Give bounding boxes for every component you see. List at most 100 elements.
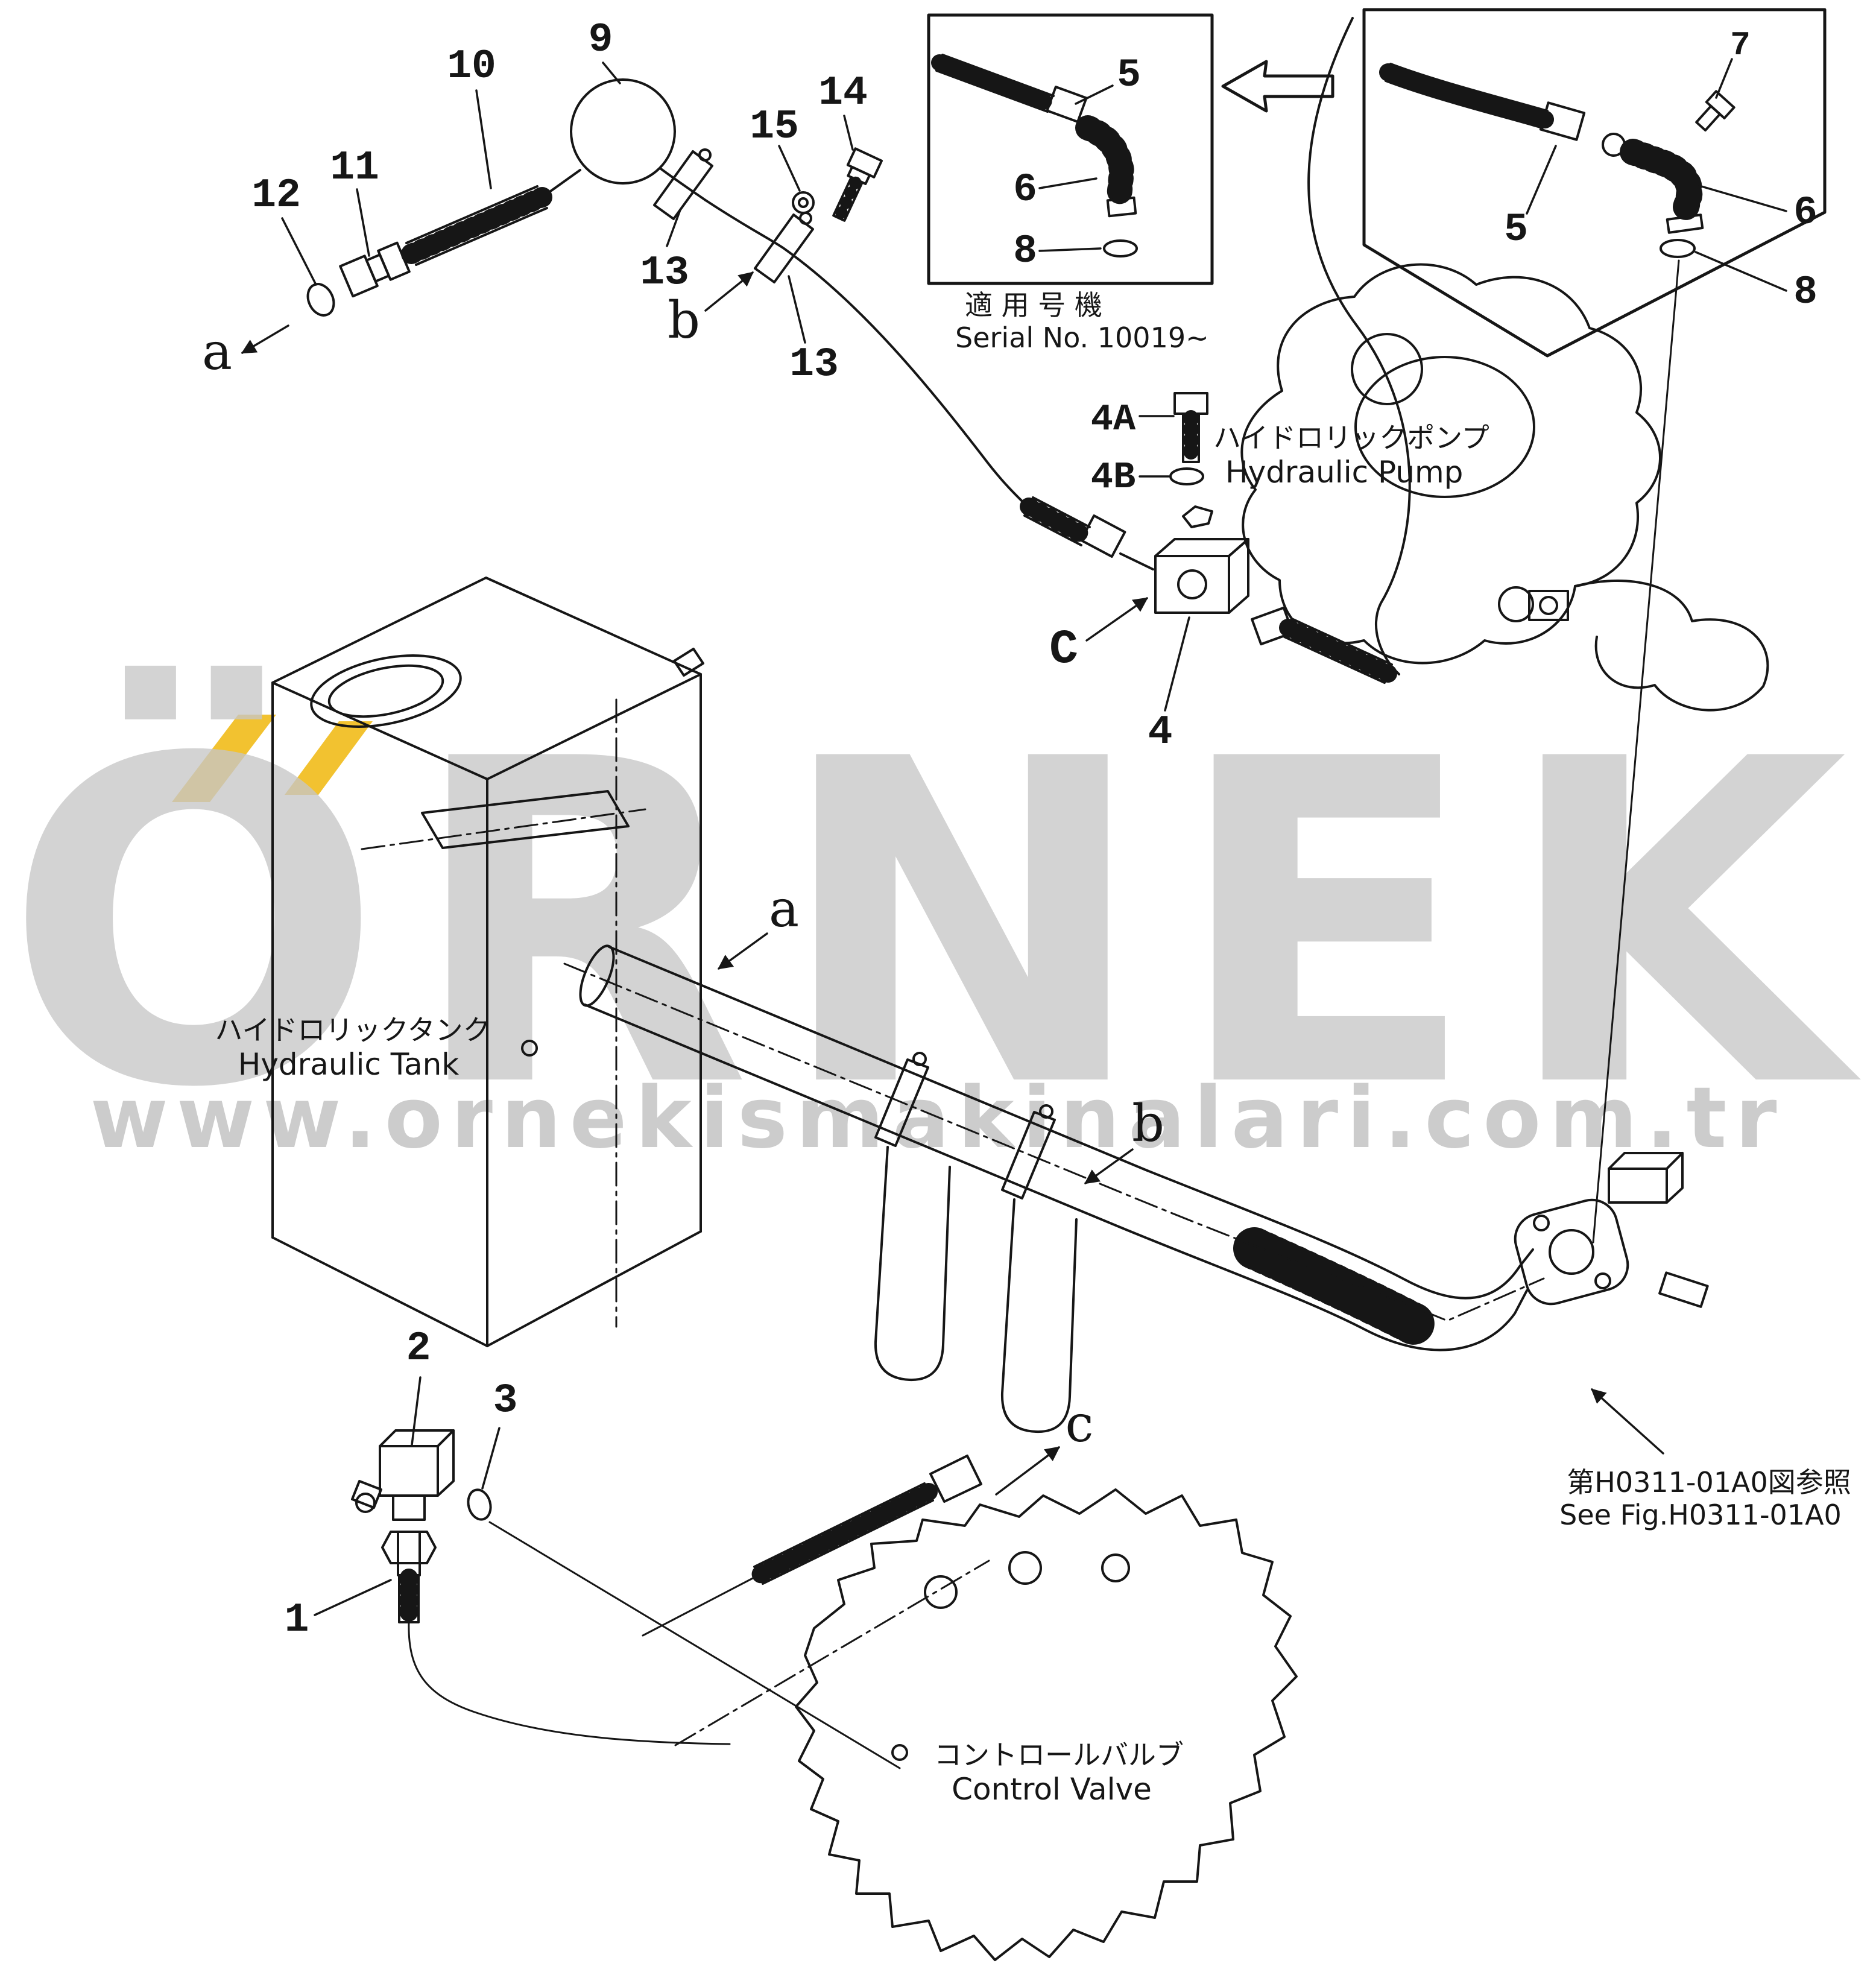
washer-15-outer — [792, 191, 815, 214]
right-o-ring-8 — [1660, 239, 1696, 258]
bolt-14 — [832, 147, 883, 222]
diagram-line-art — [241, 8, 1827, 1961]
block-arrow — [1221, 60, 1334, 113]
leader-4 — [1164, 616, 1190, 712]
pump-body-outline — [1240, 263, 1661, 665]
tank-label-jp: ハイドロリックタンク — [215, 1014, 490, 1046]
valve-label-jp: コントロールバルブ — [934, 1739, 1184, 1771]
leader-8-right — [1694, 251, 1787, 292]
leader-13-first — [666, 209, 681, 247]
hose-from-fitting-1 — [408, 1621, 731, 1745]
hydraulic-tank-group — [271, 577, 768, 1347]
leader-12 — [281, 217, 317, 286]
leader-5-inset — [1075, 84, 1114, 105]
tank-plate-centerline — [361, 808, 646, 850]
valve-port-2 — [1008, 1551, 1042, 1585]
view-label-b-mid: b — [1132, 1094, 1164, 1153]
watermark-accent-mark-1 — [172, 715, 276, 802]
o-ring-12 — [306, 283, 335, 317]
leader-15 — [778, 145, 801, 192]
pump-label-jp: ハイドロリックポンプ — [1213, 422, 1489, 454]
tank-bottom-right — [486, 1230, 702, 1347]
fitting-1 — [381, 1531, 437, 1629]
valve-label-en: Control Valve — [952, 1772, 1152, 1807]
hose-10 — [401, 185, 552, 266]
leader-10 — [475, 89, 492, 189]
right-elbow-6 — [1620, 139, 1704, 234]
o-ring-3 — [467, 1488, 492, 1521]
pump-port-circle — [1351, 333, 1423, 405]
callout-3: 3 — [493, 1377, 518, 1424]
tube-bend-inner — [1120, 1227, 1528, 1351]
callout-6-right: 6 — [1793, 190, 1818, 235]
tube-bend-outer — [1145, 1169, 1534, 1300]
hose-loop-exit — [660, 168, 707, 201]
view-a-arrow-mid — [718, 932, 768, 970]
view-label-b-top: b — [668, 291, 700, 350]
callout-13-second: 13 — [789, 341, 839, 388]
hose-fitting-c — [642, 1455, 982, 1637]
leader-8-inset — [1038, 247, 1102, 252]
serial-label-jp: 適 用 号 機 — [965, 289, 1102, 321]
valve-port-1 — [924, 1575, 958, 1609]
watermark-brand: ÖRNEK — [4, 661, 1871, 1185]
pump-label-en: Hydraulic Pump — [1225, 455, 1463, 490]
callout-13-first: 13 — [640, 250, 689, 296]
control-valve-outline — [795, 1488, 1298, 1961]
watermark: ÖRNEK www.ornekismakinalari.com.tr — [4, 661, 1871, 1185]
leader-5-right — [1526, 145, 1557, 215]
valve-block-4 — [1154, 538, 1249, 614]
leader-13-second — [788, 275, 806, 344]
serial-label-en: Serial No. 10019~ — [955, 321, 1209, 354]
tank-plate — [421, 790, 630, 849]
valve-small-hole — [891, 1744, 908, 1761]
view-C-arrow — [1085, 597, 1149, 642]
view-label-a-top: a — [202, 322, 232, 381]
detail-box-top-right — [1307, 8, 1827, 1244]
leader-14 — [843, 115, 854, 151]
callout-8-right: 8 — [1793, 270, 1818, 315]
fitting-11 — [339, 241, 411, 298]
tube-clamp-1 — [874, 1052, 951, 1382]
view-label-c-low: c — [1065, 1394, 1093, 1453]
flange-bracket — [1608, 1152, 1684, 1204]
suction-tube-group — [563, 944, 1709, 1455]
tank-tab — [673, 648, 704, 677]
view-label-C: C — [1049, 622, 1078, 677]
pipe-flange — [1514, 1198, 1629, 1306]
o-ring-4B — [1169, 467, 1204, 485]
callout-6-inset: 6 — [1013, 167, 1037, 212]
tank-bottom-left — [271, 1236, 488, 1347]
leader-1 — [314, 1579, 392, 1616]
tube-centerline — [563, 962, 1545, 1322]
view-b-arrow-top — [704, 271, 754, 312]
reference-label-jp: 第H0311-01A0図参照 — [1567, 1466, 1851, 1499]
inset-o-ring-8 — [1103, 239, 1138, 258]
inset-frame — [927, 13, 1214, 285]
leader-6-right — [1698, 185, 1787, 212]
hose-assembly-top-left — [241, 62, 1154, 570]
tube-clamp-2 — [1000, 1104, 1078, 1433]
hydraulic-pump-group — [1085, 263, 1769, 712]
callout-10: 10 — [447, 43, 496, 90]
callout-5-right: 5 — [1504, 207, 1528, 252]
callout-7-right: 7 — [1730, 26, 1751, 65]
valve-axis-line — [674, 1560, 990, 1746]
tube-edge-bottom — [584, 1003, 1123, 1229]
callout-15: 15 — [750, 104, 799, 150]
leader-11 — [356, 188, 370, 257]
right-hose-5 — [1379, 63, 1626, 157]
clamp-13-first — [653, 148, 713, 220]
leader-3 — [481, 1427, 501, 1490]
tube-hatch-section — [1233, 1227, 1438, 1347]
long-hose-s-curve — [1307, 17, 1411, 675]
leader-6-inset — [1038, 177, 1097, 189]
inset-elbow-6 — [1075, 115, 1137, 218]
elbow-to-flange-line — [1592, 259, 1680, 1244]
diagram-labels: a 12 11 10 9 13 b 13 15 14 5 6 8 適 用 号 機… — [202, 17, 1851, 1807]
leader-7-right — [1715, 58, 1733, 99]
clip-part — [1182, 505, 1213, 528]
bolt-4A — [1173, 392, 1208, 466]
hose-run-to-pump — [704, 199, 1030, 509]
